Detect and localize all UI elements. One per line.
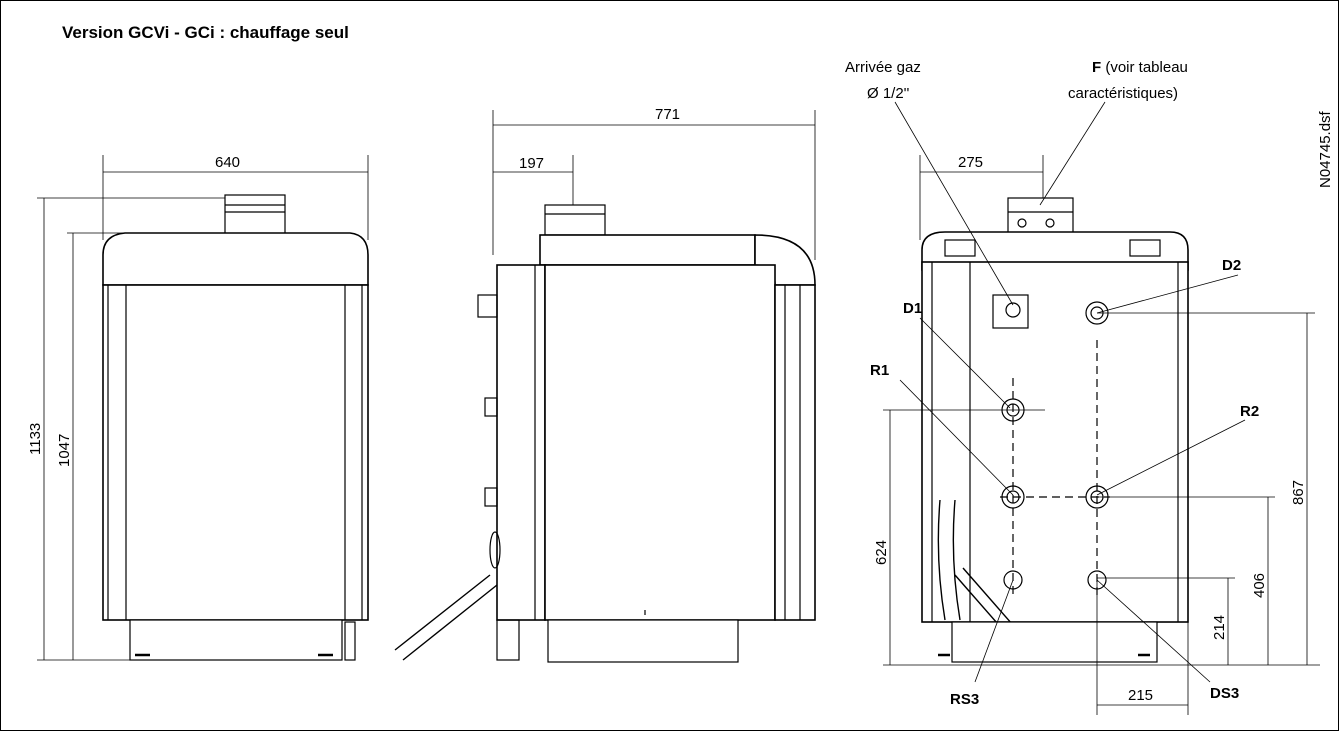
front-dimension-lines <box>37 155 369 661</box>
rs3-label: RS3 <box>950 691 979 708</box>
front-width-dimension: 640 <box>215 154 240 171</box>
back-r2-height-dimension: 406 <box>1251 573 1268 598</box>
gas-inlet-size-label: Ø 1/2'' <box>867 85 910 102</box>
back-view <box>921 197 1189 663</box>
ds3-label: DS3 <box>1210 685 1239 702</box>
flue-f-label: F (voir tableau <box>1092 59 1188 76</box>
side-view <box>394 204 816 663</box>
back-ds3-height-dimension: 214 <box>1211 615 1228 640</box>
drawing-title: Version GCVi - GCi : chauffage seul <box>62 23 349 42</box>
side-dimension-lines <box>492 110 816 260</box>
reference-code: N04745.dsf <box>1317 110 1334 188</box>
back-right-height-dimension: 867 <box>1290 480 1307 505</box>
r2-label: R2 <box>1240 403 1259 420</box>
front-total-height-dimension: 1133 <box>27 423 44 455</box>
back-dimension-lines <box>883 101 1320 715</box>
gas-inlet-label: Arrivée gaz <box>845 59 921 76</box>
back-flue-offset-dimension: 275 <box>958 154 983 171</box>
front-body-height-dimension: 1047 <box>56 434 73 467</box>
d2-label: D2 <box>1222 257 1241 274</box>
back-ds3-offset-dimension: 215 <box>1128 687 1153 704</box>
d1-label: D1 <box>903 300 922 317</box>
flue-f-caption: caractéristiques) <box>1068 85 1178 102</box>
r1-label: R1 <box>870 362 889 379</box>
back-left-height-dimension: 624 <box>873 540 890 565</box>
front-view <box>102 194 369 661</box>
side-depth-dimension: 771 <box>655 106 680 123</box>
side-flue-offset-dimension: 197 <box>519 155 544 172</box>
